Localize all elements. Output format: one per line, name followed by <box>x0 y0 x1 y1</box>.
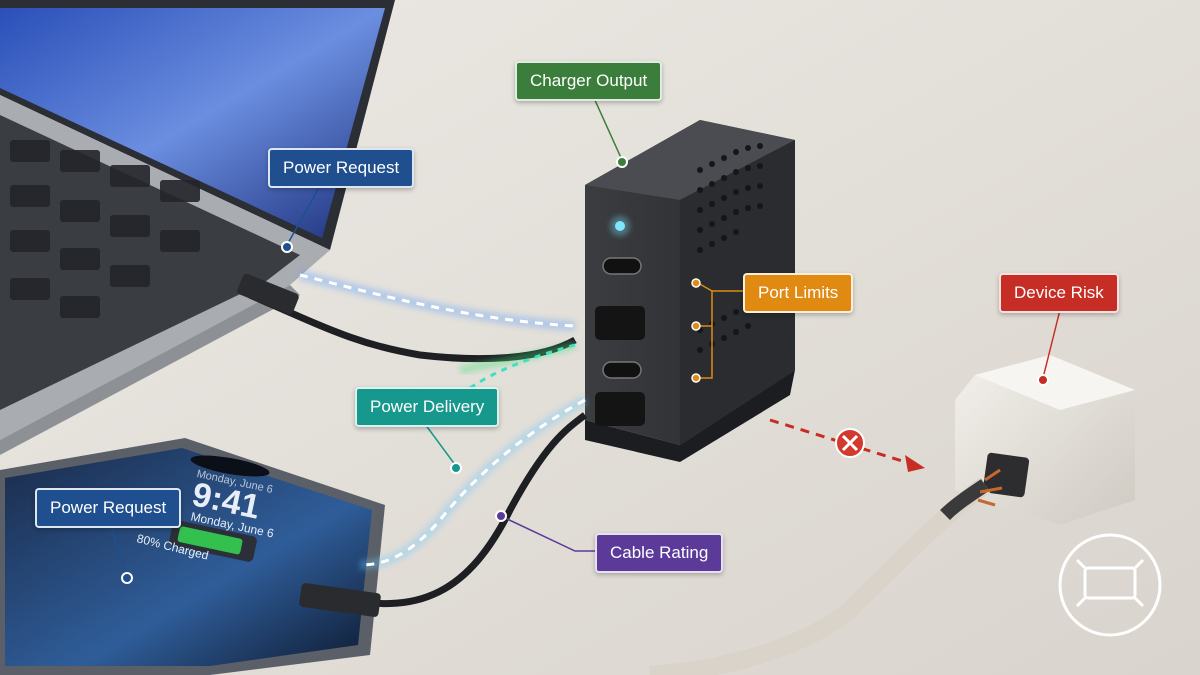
label-port-limits: Port Limits <box>743 273 854 313</box>
phone-plug <box>299 583 381 617</box>
usb-plug-port-2 <box>595 306 645 340</box>
battery-level-bar <box>177 526 243 555</box>
usb-c-port-3 <box>602 361 642 379</box>
laptop-return-glow <box>459 341 577 374</box>
device-cube <box>955 355 1135 525</box>
label-cable-rating: Cable Rating <box>595 533 724 573</box>
frayed-cable-damage <box>940 479 989 521</box>
cross-icon <box>835 428 865 458</box>
usb-c-port-1 <box>602 257 642 275</box>
leader-charger-output <box>593 97 623 161</box>
phone-cable <box>329 412 588 608</box>
label-power-delivery: Power Delivery <box>355 387 500 427</box>
label-charger-output: Charger Output <box>515 61 663 101</box>
phone-flow-line <box>359 398 586 567</box>
charger <box>585 120 795 462</box>
laptop-flow-line <box>299 273 576 328</box>
leader-power-request-laptop <box>286 185 321 246</box>
device-badge-icon <box>1058 533 1162 637</box>
exposed-wires <box>977 468 1003 507</box>
leader-device-risk <box>1042 309 1061 379</box>
label-power-request-laptop: Power Request <box>268 148 415 188</box>
leader-power-delivery <box>424 423 457 467</box>
risk-arrow-head <box>905 455 925 472</box>
label-power-request-phone: Power Request <box>35 488 182 528</box>
laptop-plug <box>237 273 299 315</box>
leader-power-request-phone <box>109 523 128 577</box>
leader-cable-rating <box>502 516 596 552</box>
usb-plug-port-4 <box>595 392 645 426</box>
dot-power-request-laptop <box>281 241 293 253</box>
charger-vents <box>697 143 763 353</box>
dot-charger-output <box>616 156 628 168</box>
label-device-risk: Device Risk <box>999 273 1119 313</box>
